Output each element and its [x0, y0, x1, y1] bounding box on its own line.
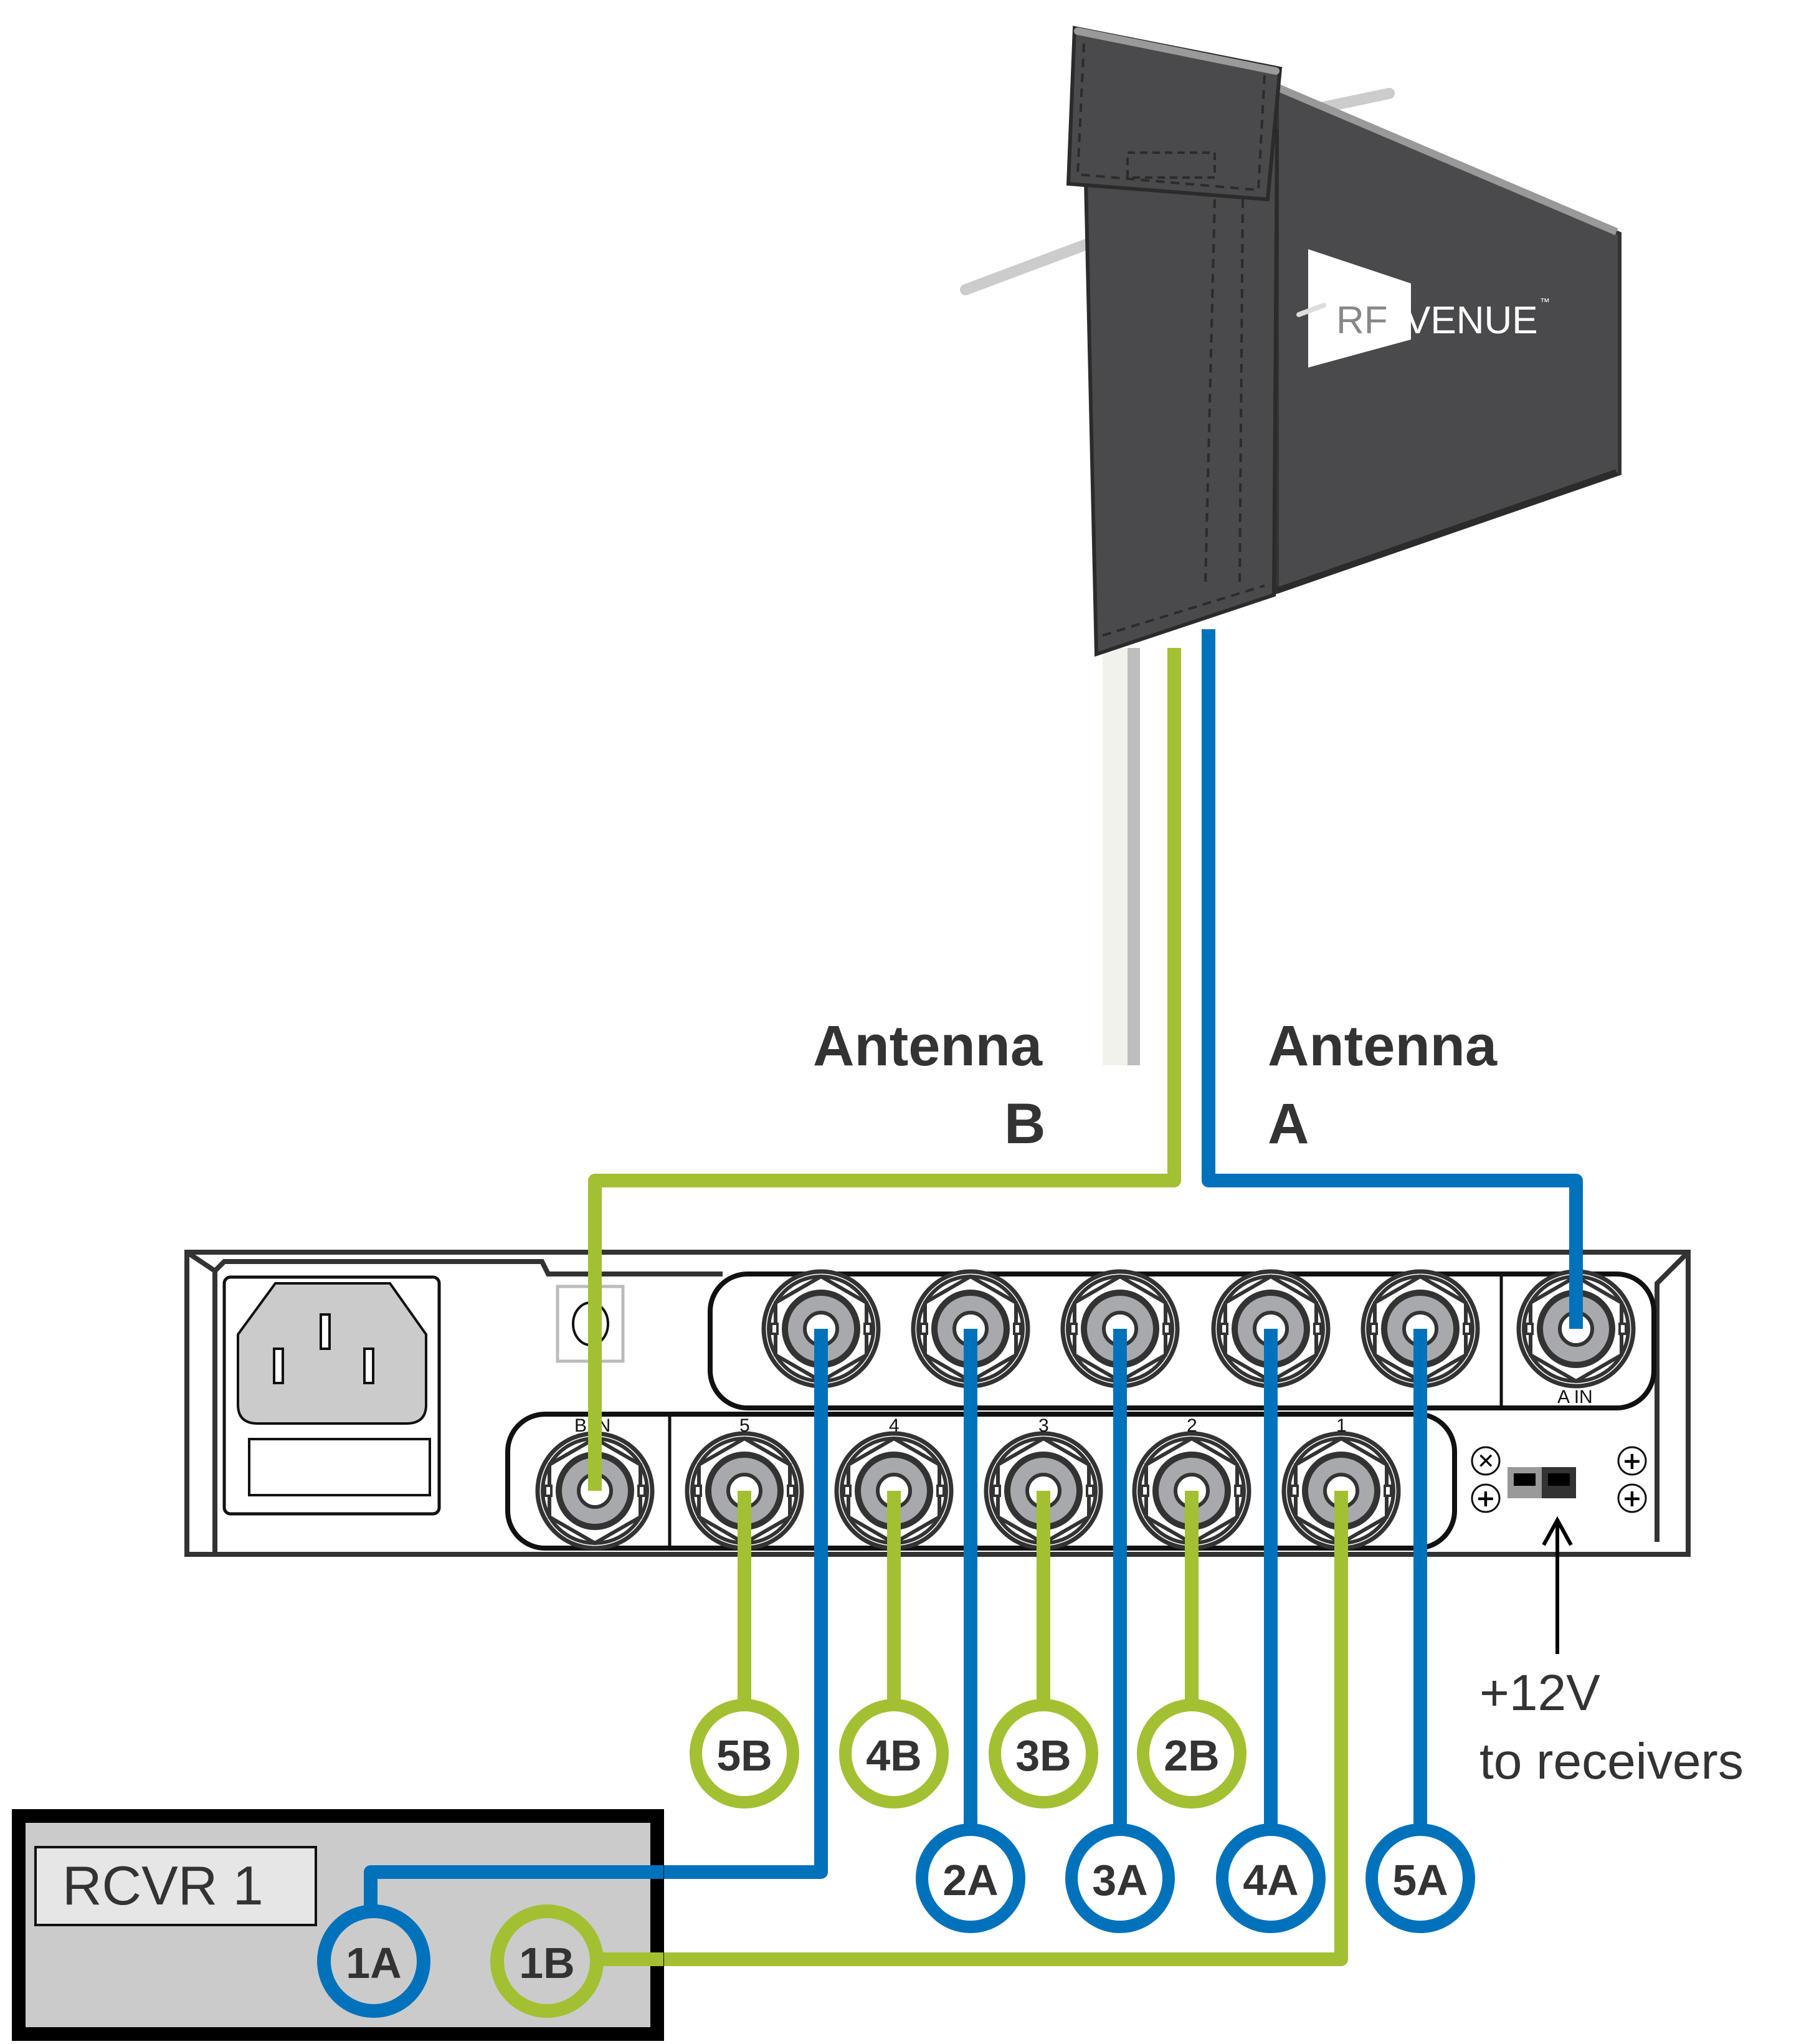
- cable-antenna-b: [588, 648, 1181, 1491]
- antenna-a-label: Antenna: [1268, 1014, 1498, 1078]
- iec-power-inlet[interactable]: [237, 1282, 427, 1425]
- tag-4a: 4A: [1243, 1856, 1298, 1904]
- output-number: 2: [1187, 1415, 1197, 1436]
- fuse-holder: [248, 1438, 431, 1496]
- dc-power-connector[interactable]: [1508, 1467, 1576, 1498]
- tag-4b: 4B: [866, 1731, 921, 1780]
- power-label-sub: to receivers: [1479, 1733, 1744, 1790]
- tag-3b: 3B: [1015, 1731, 1071, 1780]
- logo-trademark: ™: [1540, 297, 1550, 308]
- power-arrow-icon: [1542, 1516, 1573, 1654]
- port-1a-label: 1A: [346, 1939, 401, 1987]
- receiver-name: RCVR 1: [62, 1855, 264, 1916]
- tag-5a: 5A: [1392, 1856, 1448, 1904]
- rfvenue-logo: RF VENUE ™: [1296, 249, 1550, 368]
- port-1b-label: 1B: [519, 1939, 574, 1987]
- output-tags-b: 5B 4B 3B 2B: [690, 1699, 1247, 1809]
- power-label: +12V: [1479, 1665, 1600, 1721]
- svg-text:+: +: [1622, 1447, 1642, 1475]
- cable-antenna-a: [1202, 629, 1583, 1329]
- receiver-label-box: [34, 1846, 317, 1926]
- output-number: 3: [1038, 1415, 1049, 1436]
- receiver-port-1a[interactable]: [317, 1904, 430, 2018]
- output-number: 4: [889, 1415, 900, 1436]
- antenna-b-letter: B: [1004, 1092, 1045, 1156]
- cable-1b: [592, 1491, 1348, 1966]
- logo-rf: RF: [1336, 299, 1388, 342]
- svg-text:+: +: [1622, 1485, 1642, 1512]
- output-tags-a: 2A 3A 4A 5A: [916, 1823, 1475, 1933]
- a-in-label: A IN: [1557, 1387, 1593, 1407]
- output-number: 5: [739, 1415, 750, 1436]
- antenna-b-label: Antenna: [813, 1014, 1043, 1078]
- tag-5b: 5B: [716, 1731, 772, 1780]
- tag-2a: 2A: [943, 1856, 998, 1904]
- screw-icon: ✕ + + +: [1471, 1446, 1647, 1513]
- antenna-a-letter: A: [1268, 1092, 1309, 1156]
- distribution-unit: A IN B IN 5 4 3 2 1 ✕ + + +: [184, 1250, 1691, 1557]
- svg-text:✕: ✕: [1477, 1449, 1495, 1474]
- tag-2b: 2B: [1164, 1731, 1219, 1780]
- output-number: 1: [1336, 1415, 1347, 1436]
- tag-3a: 3A: [1092, 1856, 1147, 1904]
- antenna-paddle: RF VENUE ™: [960, 26, 1622, 1065]
- logo-wedge-icon: [1308, 249, 1411, 368]
- logo-venue: VENUE: [1405, 299, 1538, 342]
- receiver-port-1b[interactable]: [490, 1904, 604, 2018]
- svg-text:+: +: [1476, 1485, 1496, 1512]
- receiver: RCVR 1 1A 1B: [12, 1809, 664, 2041]
